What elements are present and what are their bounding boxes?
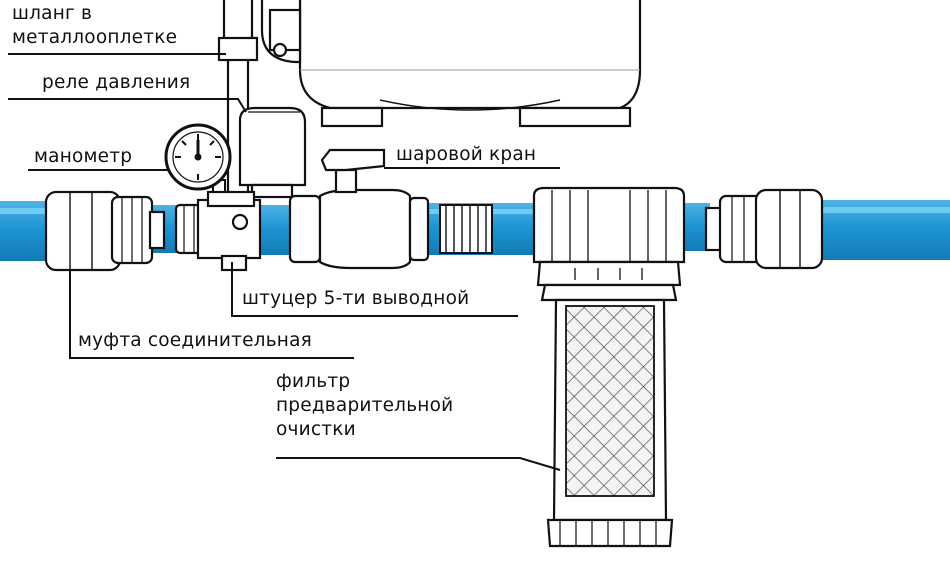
leader-pressure-switch bbox=[8, 98, 247, 113]
leader-filter bbox=[276, 457, 561, 471]
leader-lines bbox=[8, 53, 561, 471]
pressure-switch bbox=[238, 106, 307, 199]
label-filter: фильтр предварительной очистки bbox=[276, 371, 454, 440]
leader-coupling bbox=[69, 270, 354, 359]
prefilter bbox=[532, 186, 686, 548]
tank bbox=[298, 0, 642, 128]
label-ball-valve: шаровой кран bbox=[396, 144, 537, 165]
right-coupling bbox=[704, 188, 824, 270]
label-pressure-switch: реле давления bbox=[42, 72, 191, 93]
pressure-gauge bbox=[164, 123, 232, 199]
label-gauge: манометр bbox=[34, 146, 133, 167]
five-way-fitting bbox=[174, 190, 262, 272]
label-coupling: муфта соединительная bbox=[78, 330, 312, 351]
leader-fitting bbox=[231, 262, 518, 317]
pump-mount bbox=[260, 0, 302, 64]
threaded-nipple bbox=[439, 204, 493, 254]
ball-valve bbox=[288, 148, 430, 270]
label-fitting: штуцер 5-ти выводной bbox=[242, 288, 470, 309]
label-hose: шланг в металлооплетке bbox=[12, 3, 178, 48]
left-coupling bbox=[44, 190, 166, 272]
